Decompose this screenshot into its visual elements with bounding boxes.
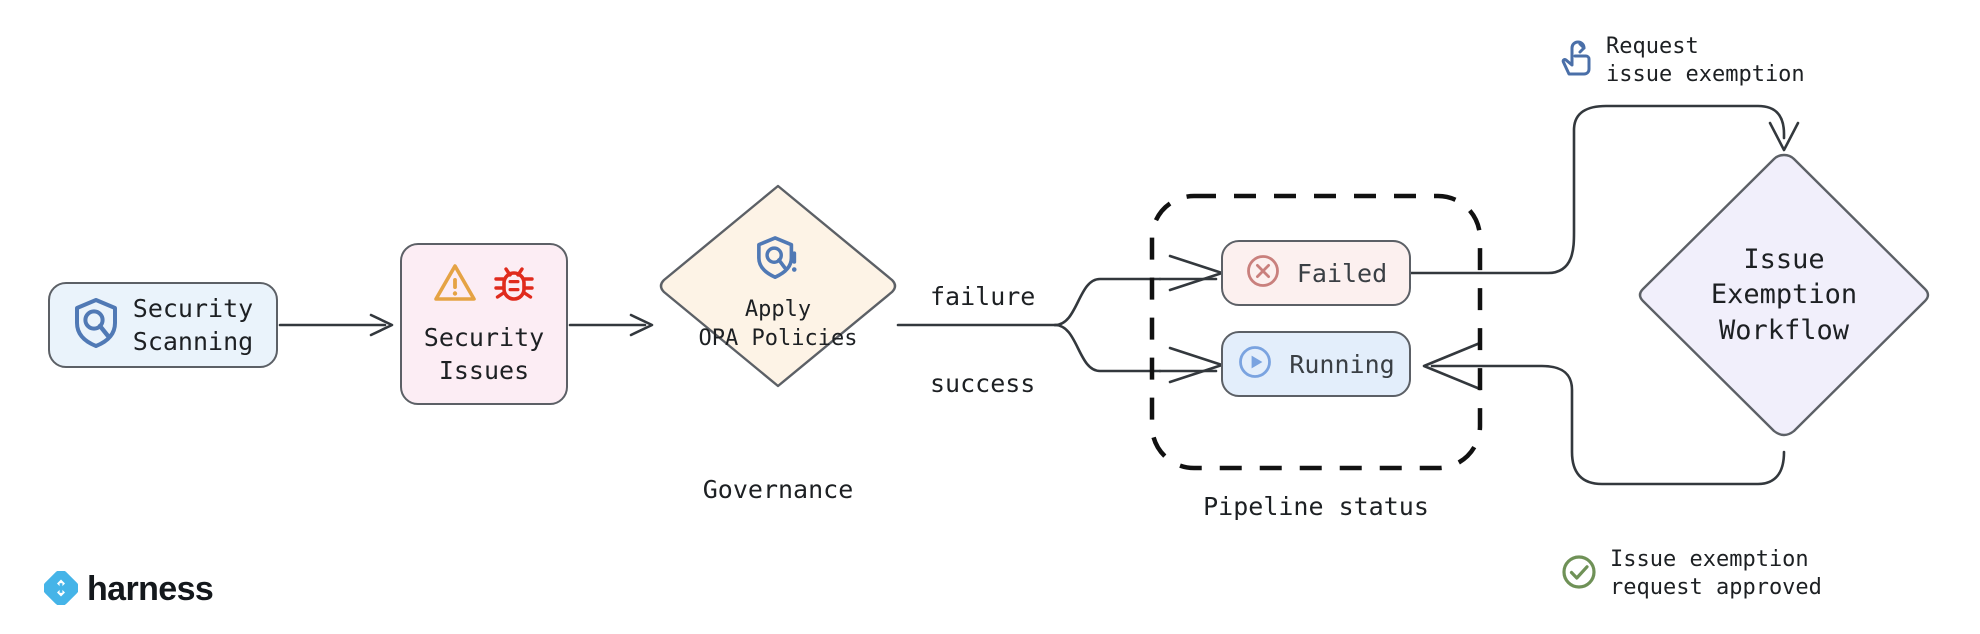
edge-failed-to-exemption: [1409, 104, 1800, 275]
circle-check-icon: [1560, 553, 1598, 595]
node-issue-exemption-workflow[interactable]: Issue Exemption Workflow: [1634, 150, 1934, 440]
circle-x-icon: [1245, 253, 1281, 293]
edge-label-success: success: [930, 369, 1036, 398]
node-failed[interactable]: Failed: [1221, 240, 1411, 306]
warning-triangle-icon: [433, 262, 477, 308]
node-failed-label: Failed: [1296, 258, 1388, 288]
tap-hand-icon: [1560, 39, 1594, 83]
node-issue-exemption-workflow-label: Issue Exemption Workflow: [1710, 243, 1858, 346]
harness-logo-icon: [43, 569, 79, 609]
node-security-scanning-label: Security Scanning: [132, 294, 254, 356]
bug-icon: [493, 261, 535, 309]
circle-play-icon: [1237, 344, 1273, 384]
node-running[interactable]: Running: [1221, 331, 1411, 397]
caption-governance: Governance: [702, 475, 854, 504]
node-apply-opa-policies-label: Apply OPA Policies: [698, 296, 858, 351]
edge-exemption-to-running: [1422, 341, 1786, 486]
security-issue-icons: [433, 261, 535, 309]
node-issue-exemption-workflow-content: Issue Exemption Workflow: [1634, 150, 1934, 440]
pipeline-status-group-border: [1149, 193, 1483, 471]
edge-label-failure: failure: [930, 282, 1036, 311]
edge-issues-to-opa: [568, 313, 654, 337]
node-security-issues-label: Security Issues: [423, 323, 545, 385]
annotation-exemption-approved: Issue exemption request approved: [1560, 546, 1822, 602]
node-apply-opa-policies[interactable]: Apply OPA Policies: [658, 180, 898, 392]
annotation-request-text: Request issue exemption: [1606, 34, 1805, 88]
node-apply-opa-policies-content: Apply OPA Policies: [658, 180, 898, 400]
node-security-issues[interactable]: Security Issues: [400, 243, 568, 405]
edge-scanning-to-issues: [278, 313, 394, 337]
edge-arrow-running: [1158, 346, 1224, 384]
node-security-scanning[interactable]: Security Scanning: [48, 282, 278, 368]
shield-alert-icon: [756, 235, 800, 287]
edge-opa-split: [896, 277, 1162, 373]
caption-pipeline-status: Pipeline status: [1203, 492, 1429, 521]
node-running-label: Running: [1289, 349, 1395, 379]
edge-arrow-failed: [1158, 254, 1224, 292]
brand-name: harness: [87, 570, 214, 608]
annotation-approved-text: Issue exemption request approved: [1610, 547, 1822, 601]
annotation-request-issue-exemption: Request issue exemption: [1560, 33, 1805, 89]
brand-logo: harness: [43, 569, 214, 609]
shield-search-icon: [73, 297, 119, 353]
